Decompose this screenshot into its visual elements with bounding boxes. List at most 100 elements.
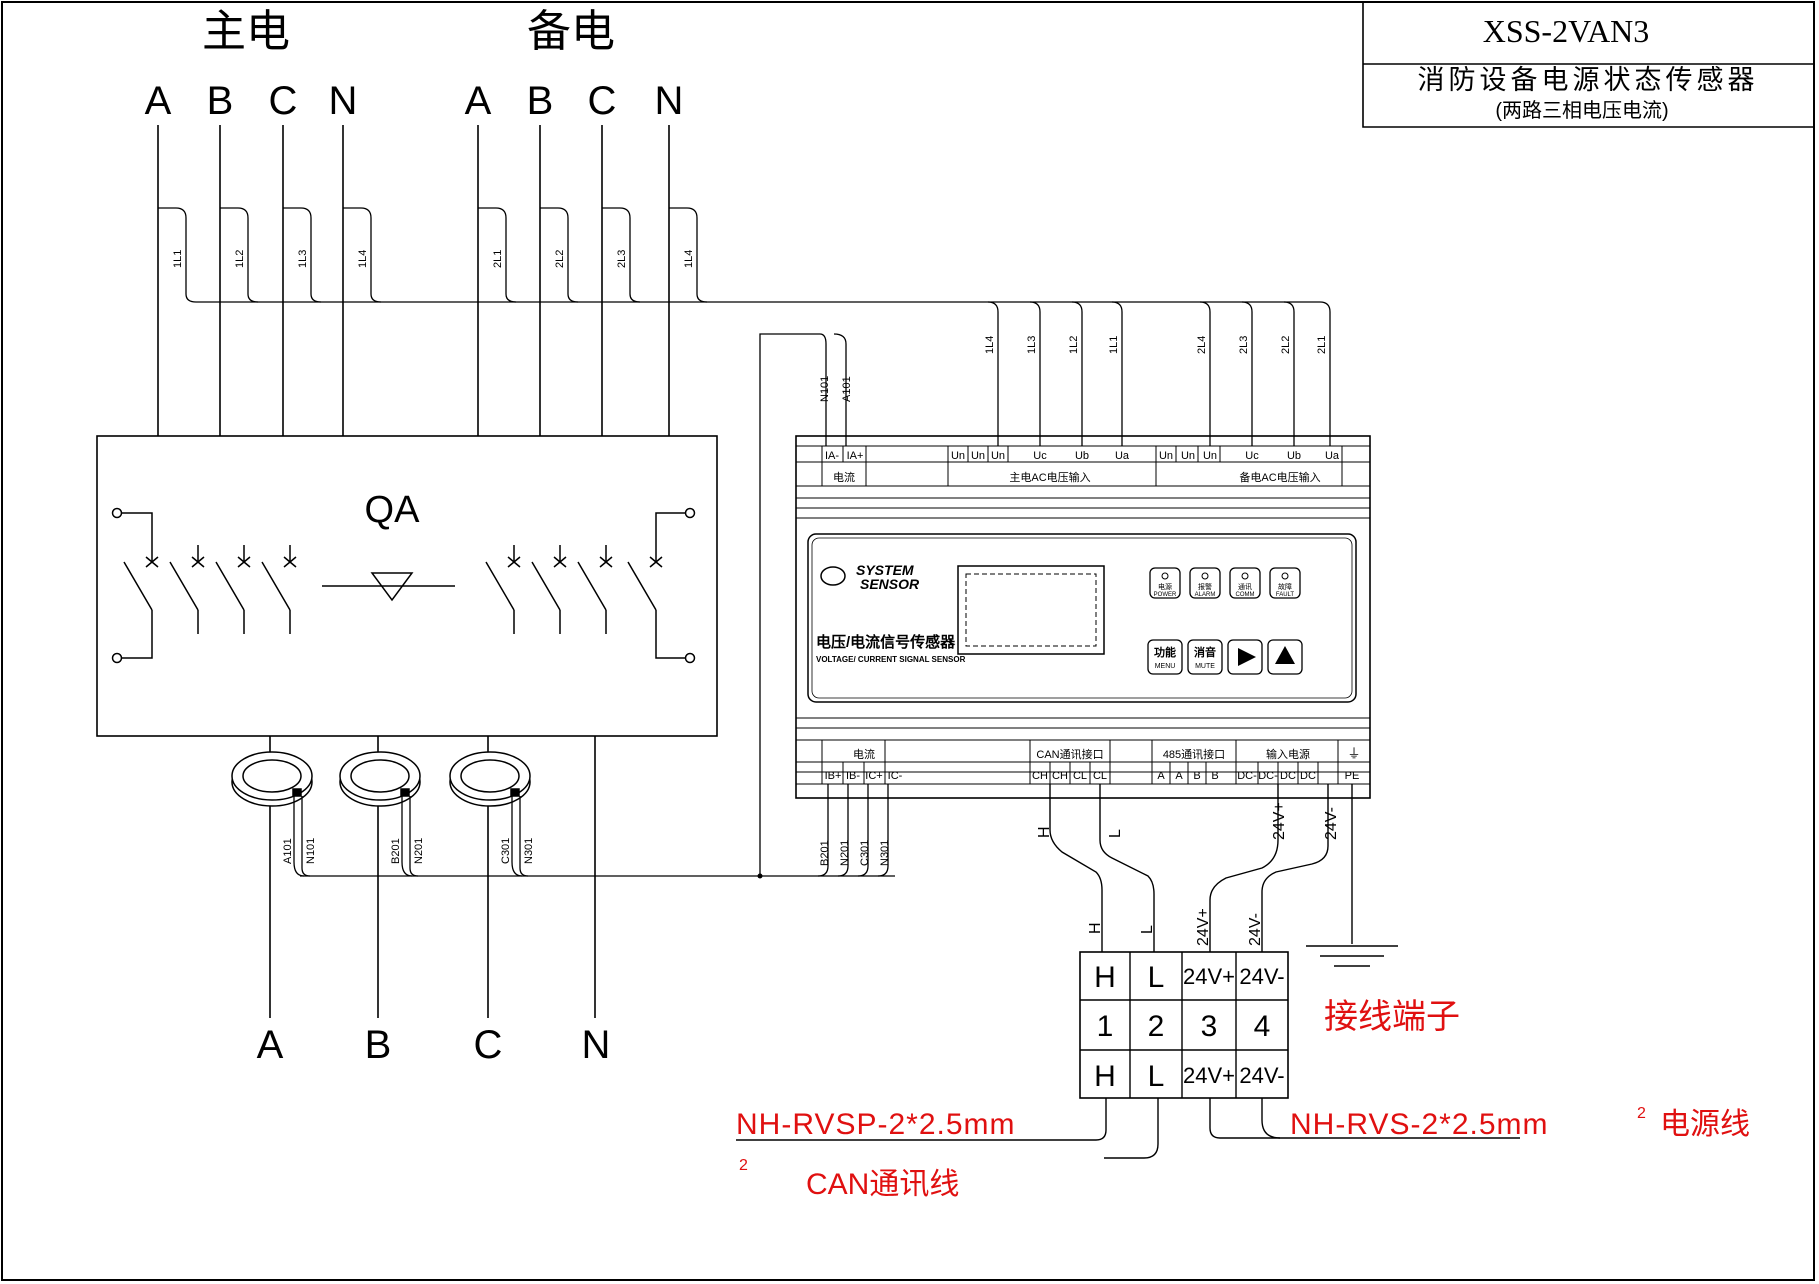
terminal-label: DC: [1300, 770, 1316, 782]
bottom-terminal-strip: [796, 717, 1370, 785]
terminal-label: Ua: [1115, 450, 1130, 462]
wire-label: 1L4: [984, 336, 996, 354]
main-phase-labels: A B C N: [145, 79, 358, 123]
can-cable-name: CAN通讯线: [806, 1168, 959, 1201]
output-phase-labels: A B C N: [257, 1023, 611, 1067]
terminal-label: A: [1175, 770, 1183, 782]
wire-label: 1L2: [1068, 336, 1080, 354]
terminal-label: DC-: [1237, 770, 1257, 782]
can-cable-sup: 2: [739, 1157, 748, 1174]
terminal-24v-neg: 24V-: [1239, 964, 1284, 989]
backup-phase-c: C: [588, 79, 617, 123]
terminal-label: DC-: [1258, 770, 1278, 782]
mute-button[interactable]: 消音 MUTE: [1187, 639, 1223, 675]
ct-label: N301: [523, 838, 535, 864]
power-cable-name: 电源线: [1660, 1108, 1750, 1141]
terminal-label: Un: [1203, 450, 1217, 462]
main-phase-b: B: [207, 79, 234, 123]
wire-label: N101: [819, 376, 831, 402]
terminal-label: CL: [1093, 770, 1107, 782]
jumper-label: 2L3: [616, 250, 628, 268]
fault-indicator[interactable]: 故障 FAULT: [1269, 567, 1301, 599]
wire-label: 1L3: [1026, 336, 1038, 354]
bottom-group-can: CAN通讯接口: [1036, 748, 1103, 761]
up-arrow-button[interactable]: [1267, 639, 1303, 675]
terminal-label: CL: [1073, 770, 1087, 782]
supply-conductors: [157, 125, 670, 436]
wire-label: 2L2: [1280, 336, 1292, 354]
jumper-label: 2L1: [492, 250, 504, 268]
can-l-label-2: L: [1139, 925, 1156, 934]
alarm-indicator[interactable]: 报警 ALARM: [1189, 567, 1221, 599]
wire-label: 2L3: [1238, 336, 1250, 354]
ct-lead-labels: A101 N101 B201 N201 C301 N301 N101 A101 …: [282, 376, 891, 866]
power-indicator[interactable]: 电源 POWER: [1149, 567, 1181, 599]
terminal-l: L: [1148, 1060, 1165, 1093]
can-h-label-2: H: [1087, 922, 1104, 934]
front-panel: [807, 533, 1357, 703]
main-phase-a: A: [145, 79, 172, 123]
bottom-terminals: 电流 CAN通讯接口 485通讯接口 输入电源 ⏚ IB+ IB- IC+ IC…: [825, 746, 1361, 782]
power-indicator-cn: 电源: [1158, 582, 1172, 591]
output-phase-n: N: [582, 1023, 611, 1067]
terminal-label: IA+: [847, 450, 864, 462]
ct-label: A101: [282, 838, 294, 864]
backup-phase-a: A: [465, 79, 492, 123]
alarm-indicator-cn: 报警: [1198, 582, 1212, 591]
terminal-label: PE: [1345, 770, 1360, 782]
transfer-switch-qa: QA: [96, 435, 718, 737]
output-phase-b: B: [365, 1023, 392, 1067]
terminal-2: 2: [1148, 1010, 1165, 1043]
menu-button[interactable]: 功能 MENU: [1147, 639, 1183, 675]
current-transformer-a: [231, 751, 313, 807]
backup-phase-labels: A B C N: [465, 79, 684, 123]
can-h-label-1: H: [1036, 826, 1053, 838]
terminal-l: L: [1148, 961, 1165, 994]
power-cable-spec: NH-RVS-2*2.5mm: [1290, 1108, 1549, 1141]
can-cable-spec: NH-RVSP-2*2.5mm: [736, 1108, 1016, 1141]
control-buttons: 功能 MENU 消音 MUTE: [1147, 639, 1303, 675]
main-power-label: 主电: [202, 7, 290, 56]
brand-logo: SYSTEM SENSOR: [820, 562, 920, 592]
bottom-group-485: 485通讯接口: [1163, 748, 1225, 761]
alarm-indicator-en: ALARM: [1195, 592, 1216, 598]
jumper-label: 1L1: [172, 250, 184, 268]
terminal-label: IB+: [825, 770, 842, 782]
terminal-label: Un: [951, 450, 965, 462]
terminal-label: IA-: [825, 450, 839, 462]
power-pos-label-2: 24V+: [1195, 908, 1212, 946]
title-block: XSS-2VAN3 消防设备电源状态传感器 (两路三相电压电流): [1362, 2, 1814, 128]
current-transformer-c: [449, 751, 531, 807]
top-group-backup: 备电AC电压输入: [1239, 470, 1320, 484]
ct-label: N201: [413, 838, 425, 864]
wire-label: N201: [839, 840, 851, 866]
right-arrow-button[interactable]: [1227, 639, 1263, 675]
mute-button-cn: 消音: [1194, 645, 1216, 659]
sensor-module: IA- IA+ Un Un Un Uc Ub Ua Un Un Un Uc Ub…: [795, 435, 1371, 799]
terminal-block-title: 接线端子: [1324, 998, 1460, 1036]
wire-label: N301: [879, 840, 891, 866]
terminal-label: CH: [1032, 770, 1048, 782]
switch-label: QA: [365, 489, 421, 531]
backup-phase-b: B: [527, 79, 554, 123]
bottom-group-power: 输入电源: [1266, 747, 1310, 761]
menu-button-cn: 功能: [1154, 645, 1176, 659]
comm-indicator[interactable]: 通讯 COMM: [1229, 567, 1261, 599]
product-name-cn: 电压/电流信号传感器: [816, 633, 956, 651]
backup-power-label: 备电: [527, 7, 615, 56]
terminal-3: 3: [1201, 1010, 1218, 1043]
menu-button-en: MENU: [1155, 663, 1176, 670]
wire-label: 2L1: [1316, 336, 1328, 354]
terminal-label: B: [1211, 770, 1218, 782]
terminal-h: H: [1094, 1060, 1116, 1093]
model-number: XSS-2VAN3: [1483, 13, 1650, 49]
terminal-label: Un: [991, 450, 1005, 462]
up-arrow-icon: [1275, 646, 1295, 664]
terminal-label: Uc: [1033, 450, 1047, 462]
product-name-en: VOLTAGE/ CURRENT SIGNAL SENSOR: [816, 655, 966, 664]
power-pos-label-1: 24V+: [1271, 802, 1288, 840]
top-group-current: 电流: [833, 470, 855, 484]
jumper-label: 1L3: [297, 250, 309, 268]
output-phase-a: A: [257, 1023, 284, 1067]
